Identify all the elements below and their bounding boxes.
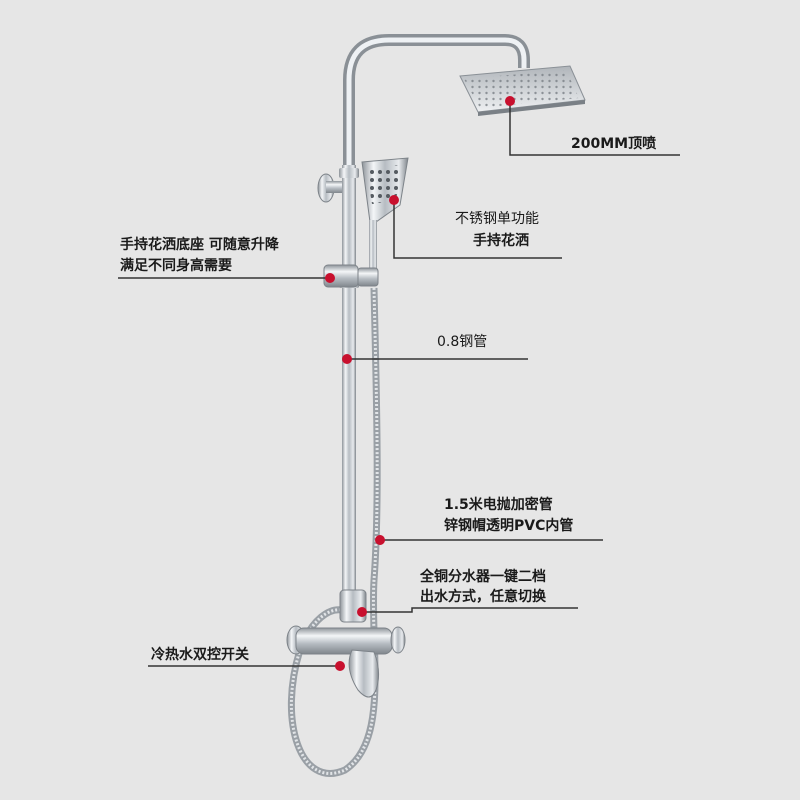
label-top-spray: 200MM顶喷 bbox=[571, 136, 657, 152]
label-diverter-line1: 全铜分水器一键二档 bbox=[420, 569, 546, 585]
marker-diverter bbox=[357, 607, 367, 617]
leader-diverter bbox=[362, 607, 578, 613]
main-riser-pipe bbox=[339, 165, 359, 610]
marker-holder bbox=[325, 273, 335, 283]
overhead-arm bbox=[343, 34, 530, 170]
label-hose-line1: 1.5米电抛加密管 bbox=[444, 497, 553, 513]
label-mixer: 冷热水双控开关 bbox=[151, 647, 249, 663]
leader-top-spray bbox=[509, 101, 680, 156]
rain-shower-head bbox=[459, 65, 586, 116]
label-holder-line1: 手持花洒底座 可随意升降 bbox=[120, 237, 279, 253]
marker-pipe bbox=[342, 354, 352, 364]
marker-hand-shower bbox=[389, 195, 399, 205]
label-pipe: 0.8钢管 bbox=[437, 334, 488, 350]
leader-lines bbox=[118, 101, 680, 667]
label-hose-line2: 锌钢帽透明PVC内管 bbox=[444, 518, 574, 534]
label-hand-shower-line2: 手持花洒 bbox=[473, 233, 529, 249]
marker-hose bbox=[375, 535, 385, 545]
label-diverter-line2: 出水方式，任意切换 bbox=[420, 589, 546, 605]
label-hand-shower-line1: 不锈钢单功能 bbox=[455, 211, 539, 227]
marker-top-spray bbox=[505, 96, 515, 106]
marker-mixer bbox=[335, 661, 345, 671]
markers bbox=[325, 96, 515, 671]
hand-shower bbox=[361, 157, 409, 275]
leader-hand-shower bbox=[393, 200, 562, 259]
label-holder-line2: 满足不同身高需要 bbox=[120, 258, 232, 274]
shower-hose bbox=[287, 287, 381, 777]
mixer-valve bbox=[286, 589, 406, 698]
